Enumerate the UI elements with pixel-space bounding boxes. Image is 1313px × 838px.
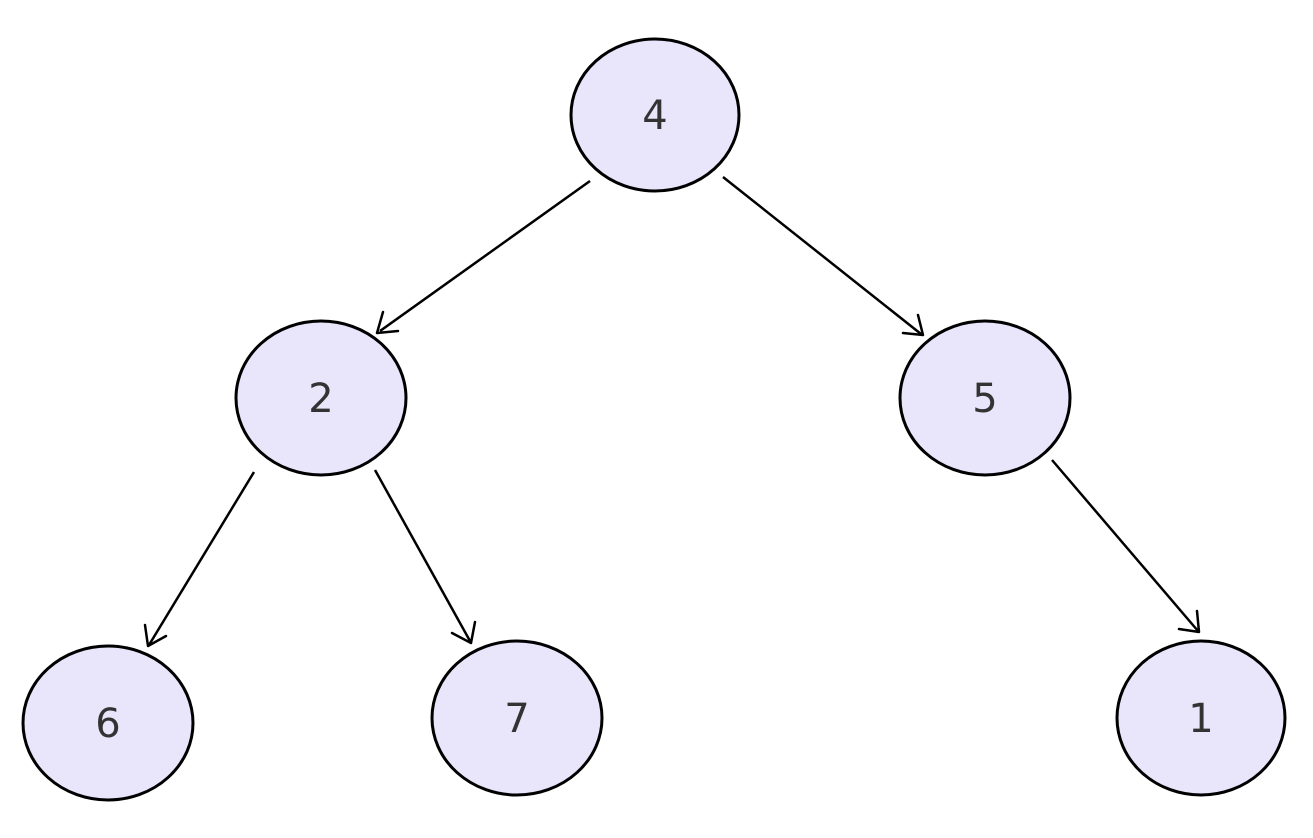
- edge-4-2: [375, 179, 591, 335]
- node-circle: [430, 639, 604, 797]
- node-circle: [1115, 639, 1287, 797]
- edge-5-1: [1051, 459, 1201, 634]
- node-label: 6: [95, 701, 120, 747]
- node-label: 5: [972, 376, 997, 422]
- tree-node: 4: [569, 37, 741, 193]
- node-layer: 4 2 5 6 7 1: [21, 37, 1287, 802]
- node-label: 1: [1188, 696, 1213, 742]
- node-circle: [21, 644, 195, 802]
- node-circle: [234, 319, 408, 477]
- edge-4-5: [722, 176, 925, 337]
- node-label: 4: [642, 93, 667, 139]
- tree-node: 6: [21, 644, 195, 802]
- tree-node: 5: [898, 319, 1072, 477]
- edge-2-6: [143, 471, 256, 648]
- node-circle: [898, 319, 1072, 477]
- tree-node: 2: [234, 319, 408, 477]
- node-label: 2: [308, 376, 333, 422]
- edge-layer: [143, 176, 1201, 648]
- edge-2-7: [373, 469, 477, 645]
- tree-node: 7: [430, 639, 604, 797]
- node-circle: [569, 37, 741, 193]
- node-label: 7: [504, 696, 529, 742]
- tree-node: 1: [1115, 639, 1287, 797]
